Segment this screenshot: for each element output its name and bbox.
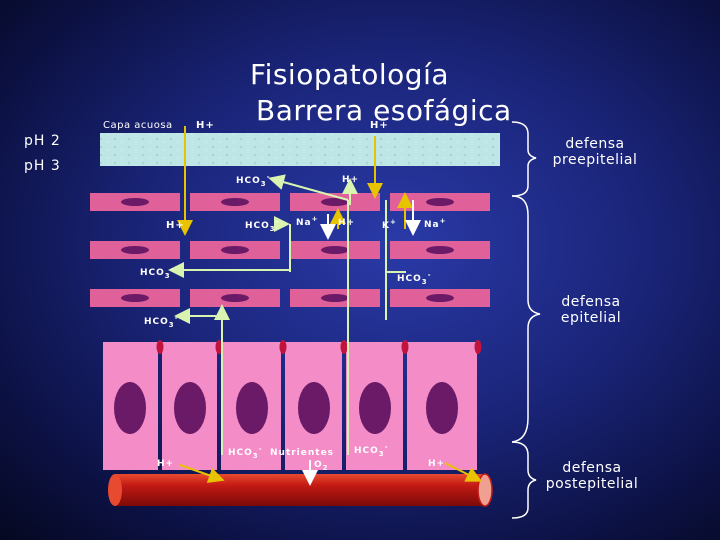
flat-cell-row-lower	[90, 289, 490, 307]
hco3-label-2: HCO3-	[245, 218, 280, 233]
na-plus-label-left: Na+	[296, 215, 319, 228]
title-line-1: Fisiopatología	[250, 58, 450, 91]
section-braces	[511, 121, 541, 519]
hco3-label-7: HCO3-	[354, 443, 389, 458]
h-plus-label-top-left: H+	[196, 120, 215, 131]
hco3-label-6: HCO3-	[228, 445, 263, 460]
defensa-preepitelial-label: defensa preepitelial	[552, 136, 638, 169]
ph-2-label: pH 2	[24, 133, 61, 149]
hco3-label-4: HCO3-	[397, 271, 432, 286]
h-plus-label-exchanger: H+	[338, 218, 356, 228]
hco3-label-3: HCO3-	[140, 265, 175, 280]
defensa-postepitelial-label: defensa postepitelial	[545, 460, 639, 493]
defensa-epitelial-label: defensa epitelial	[560, 294, 622, 327]
blood-vessel	[108, 473, 493, 507]
k-plus-label: K+	[382, 218, 397, 231]
h-plus-label-basal-left: H+	[157, 459, 175, 469]
h-plus-label-top-right: H+	[370, 120, 389, 131]
columnar-cell-row	[103, 340, 482, 470]
hco3-label-5: HCO3-	[144, 314, 179, 329]
title-line-2: Barrera esofágica	[256, 94, 512, 127]
hco3-label-1: HCO3-	[236, 173, 271, 188]
ion-exchange-arrows	[302, 200, 421, 486]
h-plus-label-left: H+	[166, 220, 185, 231]
bicarbonate-pathways	[168, 174, 406, 455]
ph-3-label: pH 3	[24, 158, 61, 174]
nutrientes-label: Nutrientes	[270, 448, 335, 458]
na-plus-label-right: Na+	[424, 217, 447, 230]
h-plus-label-membrane: H+	[342, 175, 360, 185]
flat-cell-row-middle	[90, 241, 490, 259]
aqueous-layer	[100, 133, 500, 166]
o2-label: O2	[314, 460, 329, 472]
capa-acuosa-label: Capa acuosa	[103, 120, 173, 131]
flat-cell-row-top	[90, 193, 490, 211]
h-plus-label-basal-right: H+	[428, 459, 446, 469]
